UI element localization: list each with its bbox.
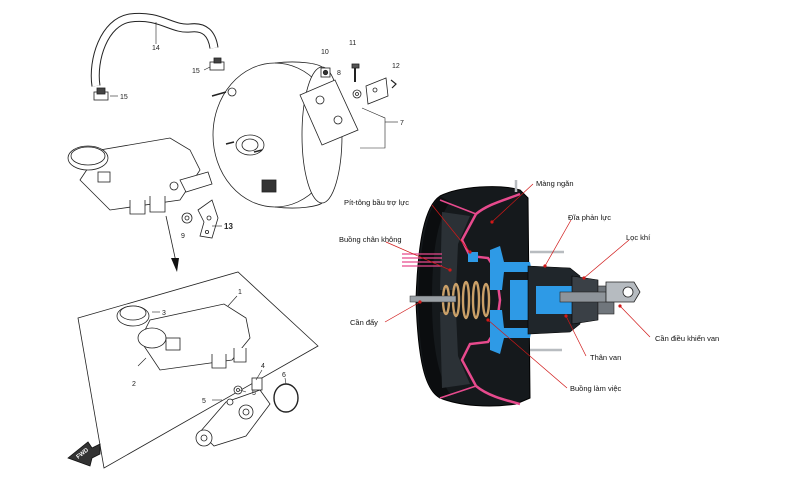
master-cylinder-detail [116, 303, 251, 371]
seal [226, 385, 243, 406]
label-buong-chan-khong: Buồng chân không [339, 235, 402, 244]
diaphragm [460, 192, 521, 406]
part-number: 7 [400, 120, 404, 127]
part-number: 10 [321, 49, 329, 56]
o-ring [273, 383, 299, 413]
part-number: 4 [261, 363, 265, 370]
part-number: 15 [120, 94, 128, 101]
detail-frame [77, 271, 319, 469]
label-dia-phan-luc: Đĩa phản lực [568, 213, 611, 222]
part-number: 1 [238, 289, 242, 296]
part-number: 3 [162, 310, 166, 317]
hose-clamp [203, 57, 225, 71]
exploded-view [67, 12, 398, 469]
hose-clamp [93, 87, 118, 101]
part-number: 5 [202, 398, 206, 405]
part-number: 11 [349, 40, 356, 47]
part-number: 9 [181, 233, 185, 240]
label-piston: Pít-tông bầu trợ lực [344, 198, 409, 207]
bracket [365, 77, 397, 105]
nut [320, 67, 331, 78]
part-number: 13 [224, 222, 233, 231]
bracket [197, 199, 219, 239]
part-number: 5 [252, 390, 256, 397]
mounting-stud [514, 180, 564, 352]
booster-cutaway [384, 180, 651, 407]
leader-lines [384, 183, 651, 389]
nut [181, 212, 193, 224]
master-cylinder-body [195, 377, 271, 447]
label-can-dieu-khien-van: Cần điều khiển van [655, 334, 719, 343]
part-number: 6 [282, 372, 286, 379]
part-number: 12 [392, 63, 400, 70]
leader-dots [418, 220, 622, 322]
part-number: 14 [152, 45, 160, 52]
part-number: 15 [192, 68, 200, 75]
return-spring [441, 280, 491, 320]
label-than-van: Thân van [590, 353, 621, 362]
bolt [351, 63, 360, 82]
label-loc-khi: Lọc khí [626, 233, 651, 242]
part-number: 2 [132, 381, 136, 388]
mounting-plate [299, 79, 359, 146]
fwd-arrow-icon [67, 441, 101, 467]
label-mang-ngan: Màng ngăn [536, 179, 574, 188]
washer [352, 89, 362, 99]
label-can-day: Cần đẩy [350, 318, 378, 327]
control-rod [559, 281, 641, 303]
part-number: 8 [337, 70, 341, 77]
master-cylinder-top [67, 137, 213, 215]
label-buong-lam-viec: Buồng làm việc [570, 384, 622, 393]
push-rod [409, 295, 457, 303]
